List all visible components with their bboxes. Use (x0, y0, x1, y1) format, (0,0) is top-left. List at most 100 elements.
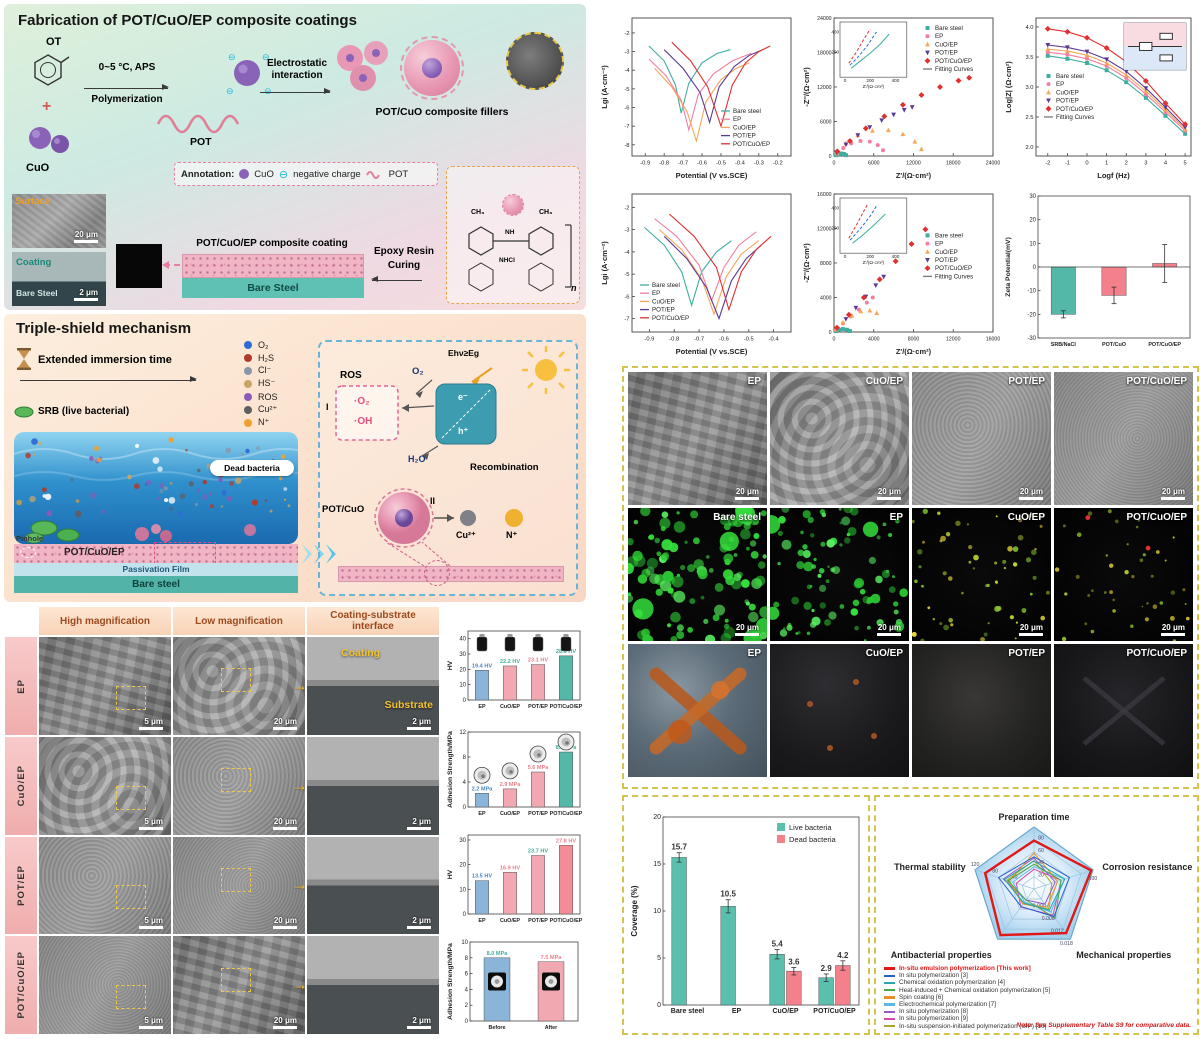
svg-text:200: 200 (831, 50, 839, 55)
roman-one: I (326, 402, 329, 412)
svg-text:POT/EP: POT/EP (528, 918, 548, 924)
row-label: POT/CuO/EP (4, 935, 38, 1035)
svg-text:EP: EP (733, 116, 741, 123)
svg-text:16000: 16000 (986, 337, 1000, 343)
species-label: Cu²⁺ (258, 404, 278, 414)
svg-text:-5: -5 (624, 87, 629, 93)
image-label: POT/EP (1008, 376, 1045, 387)
epoxy-arrow-icon (371, 276, 422, 282)
photocatalysis-drawing (335, 346, 570, 567)
svg-text:0: 0 (657, 1002, 661, 1009)
arrow1-icon (84, 84, 169, 90)
svg-text:-2: -2 (624, 205, 629, 211)
coating-label: Coating (16, 257, 52, 268)
zoom-circle (424, 560, 450, 586)
svg-text:Dead bacteria: Dead bacteria (789, 835, 837, 844)
species-dot-icon (244, 418, 252, 427)
svg-text:400: 400 (831, 206, 839, 211)
species-label: N⁺ (258, 417, 270, 427)
svg-text:POT/CuO/EP: POT/CuO/EP (652, 315, 689, 322)
o2-label: O₂ (412, 366, 424, 377)
svg-text:Potential (V vs.SCE): Potential (V vs.SCE) (676, 347, 748, 356)
svg-text:12000: 12000 (817, 85, 832, 91)
svg-text:-0.7: -0.7 (678, 161, 688, 167)
svg-text:400: 400 (892, 254, 900, 259)
filler-cluster-icon (337, 41, 388, 91)
pot-wave-icon (365, 171, 380, 179)
species-dot-icon (244, 379, 252, 388)
radar-legend-item: Spin coating [6] (884, 994, 1094, 1001)
svg-text:23.7 HV: 23.7 HV (528, 848, 548, 854)
svg-text:POT/EP: POT/EP (528, 704, 548, 710)
scale-bar (139, 726, 163, 730)
radar-legend-item: In-situ emulsion polymerization [This wo… (884, 965, 1094, 972)
svg-text:120: 120 (971, 862, 980, 868)
svg-text:13.5 HV: 13.5 HV (472, 874, 492, 880)
svg-text:40: 40 (459, 637, 466, 643)
svg-text:-10: -10 (1027, 289, 1036, 295)
svg-text:24000: 24000 (986, 161, 1000, 167)
scale-bar (407, 826, 431, 830)
yellow-arrow-icon: → (291, 975, 308, 995)
scale-text: 20 μm (273, 1016, 297, 1025)
sem-image: 5 μm (38, 735, 172, 836)
svg-text:30: 30 (459, 838, 466, 844)
zoom-region (220, 967, 251, 992)
zoom-region (115, 985, 146, 1010)
svg-text:0: 0 (463, 805, 467, 811)
cuo-particles-icon (29, 127, 69, 153)
species-legend-item: Cu²⁺ (244, 403, 278, 416)
svg-text:2.9 MPa: 2.9 MPa (500, 782, 522, 788)
svg-text:EP: EP (478, 811, 486, 817)
legend-swatch (884, 1003, 895, 1006)
scale-text: 20 μm (877, 487, 901, 496)
svg-text:POT/CuO/EP: POT/CuO/EP (1148, 342, 1181, 348)
svg-text:CuO/EP: CuO/EP (733, 124, 756, 131)
svg-text:400: 400 (831, 30, 839, 35)
image-label: Bare steel (713, 512, 761, 523)
svg-text:8: 8 (463, 755, 467, 761)
composite-coating-layer (182, 254, 364, 278)
svg-text:2.0: 2.0 (1025, 145, 1033, 151)
svg-text:5.4: 5.4 (772, 940, 784, 949)
scale-bar (735, 497, 759, 500)
scale-text: 5 μm (144, 916, 163, 926)
scale-bar (877, 497, 901, 500)
roman-two: II (430, 496, 436, 506)
svg-text:POT/EP: POT/EP (935, 257, 958, 264)
svg-text:40: 40 (1012, 875, 1018, 881)
svg-text:0: 0 (844, 78, 847, 83)
sem-image: 5 μm (38, 935, 172, 1035)
scale-bar (74, 240, 98, 243)
svg-text:200: 200 (866, 254, 874, 259)
svg-text:Log|Z| (Ω·cm²): Log|Z| (Ω·cm²) (1004, 61, 1013, 113)
image-label: CuO/EP (865, 648, 903, 659)
svg-text:200: 200 (866, 78, 874, 83)
svg-text:23.1 HV: 23.1 HV (528, 658, 548, 664)
annotation-title: Annotation: (181, 168, 235, 180)
species-label: HS⁻ (258, 378, 276, 388)
radar-legend-item: Chemical oxidation polymerization [4] (884, 979, 1094, 986)
legend-label: In-situ emulsion polymerization [This wo… (899, 965, 1031, 973)
scale-bar (273, 1026, 297, 1029)
svg-text:-Z''/(Ω·cm²): -Z''/(Ω·cm²) (802, 67, 811, 107)
svg-text:0: 0 (1033, 265, 1037, 271)
scale-text: 5 μm (144, 816, 163, 826)
svg-text:28.8 HV: 28.8 HV (556, 649, 576, 655)
svg-text:-2: -2 (1045, 161, 1050, 167)
n-ion-label: N⁺ (506, 530, 518, 540)
species-label: H₂S (258, 352, 274, 363)
sem-image: 5 μm (38, 835, 172, 936)
photo-image: POT/EP (912, 644, 1051, 777)
surface-label: Surface (15, 196, 50, 207)
yellow-arrow-icon: → (291, 875, 308, 895)
cuo-label: CuO (26, 162, 50, 174)
svg-text:Adhesion Strength/MPa: Adhesion Strength/MPa (447, 731, 454, 808)
scale-bar (1161, 497, 1185, 500)
svg-text:2: 2 (1125, 161, 1128, 167)
svg-text:-6: -6 (624, 294, 629, 300)
